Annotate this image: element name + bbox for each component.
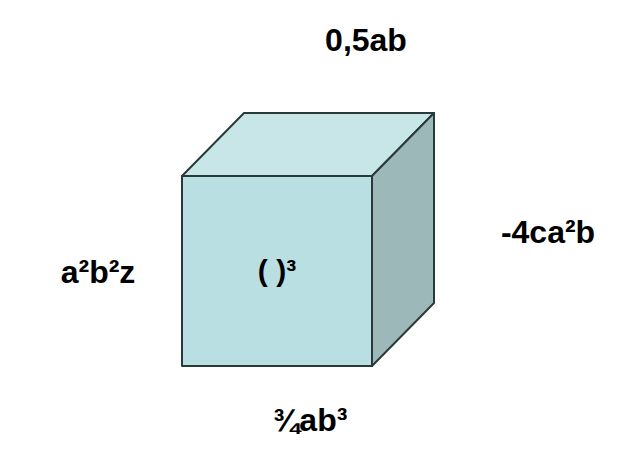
cube-shape: [180, 111, 438, 369]
monomial-label: -4ca²b: [501, 216, 595, 248]
monomial-label: 0,5ab: [325, 24, 407, 56]
cube-face: ( )³: [182, 176, 372, 366]
cube-front: [182, 176, 372, 366]
monomial-label: ¾ab³: [273, 404, 348, 436]
cube-side: [372, 113, 434, 366]
monomial-label: a²b²z: [61, 256, 136, 288]
cube-node: ( )³: [180, 111, 438, 369]
cube-expression: ( )³: [258, 256, 296, 286]
